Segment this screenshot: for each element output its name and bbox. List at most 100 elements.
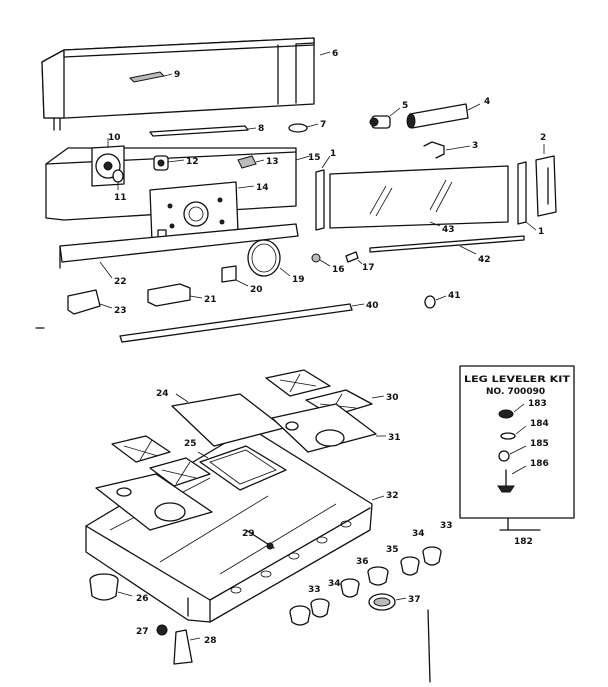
- label-22: 22: [114, 277, 127, 287]
- part-31-burner-plate: [271, 403, 386, 453]
- part-grate-left: [111, 435, 211, 487]
- label-26: 26: [136, 594, 149, 604]
- part-186-bolt: [497, 465, 527, 493]
- part-23-cover: [67, 289, 113, 315]
- label-40: 40: [366, 301, 379, 311]
- label-34-a: 34: [328, 579, 341, 589]
- label-186: 186: [530, 459, 549, 469]
- label-4: 4: [484, 97, 490, 107]
- part-43-glass-panel: [329, 165, 509, 229]
- label-3: 3: [472, 141, 478, 151]
- part-burner-plate-left: [95, 473, 213, 531]
- label-2: 2: [540, 133, 546, 143]
- part-183-foot: [498, 403, 525, 419]
- label-10: 10: [108, 133, 121, 143]
- part-labels: 6 9 8 7 5 4 3 2 1 1 43 42 10 11 12 13 14…: [108, 49, 546, 646]
- part-6-backguard: [41, 37, 331, 131]
- part-28-leg: [173, 629, 201, 665]
- label-12: 12: [186, 157, 199, 167]
- label-6: 6: [332, 49, 338, 59]
- kit-title: LEG LEVELER KIT: [464, 375, 571, 385]
- part-26-drip-cup: [89, 573, 133, 601]
- label-33-a: 33: [308, 585, 321, 595]
- part-35-knob: [367, 566, 389, 586]
- label-11: 11: [114, 193, 127, 203]
- label-1: 1: [330, 149, 336, 159]
- label-32: 32: [386, 491, 399, 501]
- label-30: 30: [386, 393, 399, 403]
- leg-leveler-kit-box: [459, 365, 575, 531]
- label-35: 35: [386, 545, 399, 555]
- part-3-bracket: [423, 141, 471, 159]
- label-36: 36: [356, 557, 369, 567]
- part-11-knob: [112, 169, 124, 190]
- label-15: 15: [308, 153, 321, 163]
- part-16-nut: [311, 253, 331, 267]
- part-2-side-trim: [535, 144, 557, 217]
- part-32-main-frame: [85, 427, 385, 623]
- label-21: 21: [204, 295, 217, 305]
- part-9-bracket: [128, 71, 173, 83]
- part-20-clip: [221, 265, 249, 287]
- label-43: 43: [442, 225, 455, 235]
- part-41-screw: [424, 295, 447, 309]
- label-16: 16: [332, 265, 345, 275]
- part-33-knob-a: [289, 605, 311, 626]
- part-33-knob-b: [422, 546, 442, 566]
- label-23: 23: [114, 306, 127, 316]
- part-1-trim-left: [315, 155, 331, 231]
- label-182: 182: [514, 537, 533, 547]
- kit-labels: LEG LEVELER KIT NO. 700090 183 184 185 1…: [464, 375, 571, 547]
- part-29-manifold: [245, 529, 275, 550]
- part-12-switch: [153, 155, 185, 171]
- label-7: 7: [320, 120, 326, 130]
- label-20: 20: [250, 285, 263, 295]
- part-40-rod: [119, 303, 365, 343]
- label-184: 184: [530, 419, 549, 429]
- label-1-right: 1: [538, 227, 544, 237]
- part-4-tube: [406, 103, 481, 129]
- part-13-bracket: [237, 155, 265, 169]
- edge-line: [427, 609, 431, 683]
- label-42: 42: [478, 255, 491, 265]
- label-24: 24: [156, 389, 169, 399]
- label-14: 14: [256, 183, 269, 193]
- label-37: 37: [408, 595, 421, 605]
- label-25: 25: [184, 439, 197, 449]
- kit-number: NO. 700090: [486, 387, 545, 397]
- part-185-nut: [498, 445, 527, 462]
- label-34-b: 34: [412, 529, 425, 539]
- label-9: 9: [174, 70, 180, 80]
- part-22-channel: [59, 223, 299, 279]
- part-1-trim-right: [517, 161, 537, 231]
- part-25-center-pan: [197, 445, 287, 491]
- label-8: 8: [258, 124, 264, 134]
- label-5: 5: [402, 101, 408, 111]
- label-41: 41: [448, 291, 461, 301]
- label-13: 13: [266, 157, 279, 167]
- part-37-bezel: [368, 593, 407, 611]
- label-19: 19: [292, 275, 305, 285]
- label-27: 27: [136, 627, 149, 637]
- label-185: 185: [530, 439, 549, 449]
- part-7-clip: [288, 123, 319, 133]
- part-34-knob-b: [400, 556, 420, 576]
- part-5-switch: [369, 107, 401, 129]
- part-14-faceplate: [149, 181, 255, 243]
- part-17-screw: [345, 251, 363, 265]
- label-33-b: 33: [440, 521, 453, 531]
- part-42-rail: [369, 235, 525, 255]
- part-27-screw: [156, 624, 168, 636]
- label-183: 183: [528, 399, 547, 409]
- label-17: 17: [362, 263, 375, 273]
- part-19-ring: [247, 239, 291, 277]
- part-36-knob: [340, 578, 360, 598]
- part-21-cover: [147, 283, 203, 307]
- label-28: 28: [204, 636, 217, 646]
- part-34-knob-a: [310, 598, 330, 618]
- label-29: 29: [242, 529, 255, 539]
- part-184-cap: [500, 425, 527, 440]
- part-8-strip: [149, 125, 257, 137]
- label-31: 31: [388, 433, 401, 443]
